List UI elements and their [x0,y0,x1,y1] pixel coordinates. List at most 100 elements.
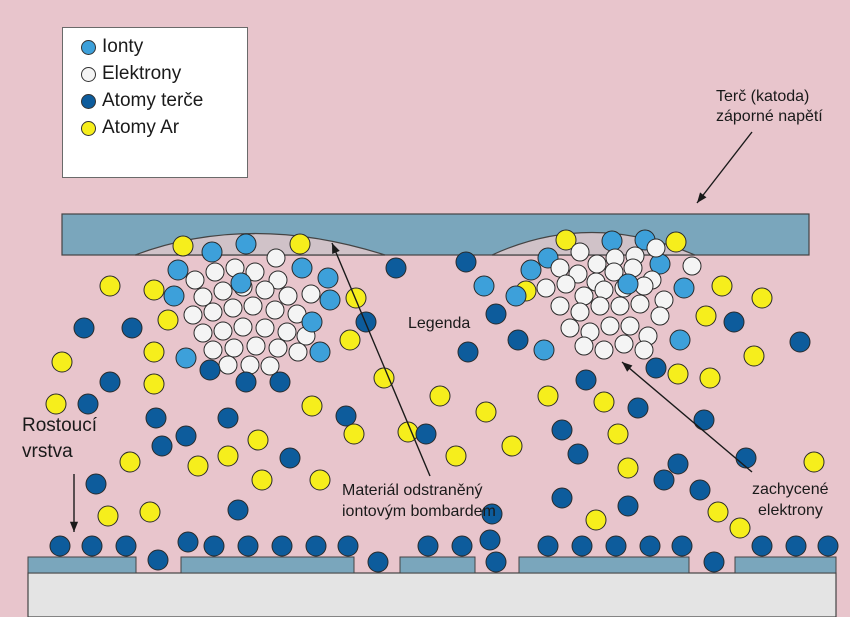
ion-particle [292,258,312,278]
argon-atom-particle [140,502,160,522]
argon-atom-particle [708,502,728,522]
sputtered-material-label-line1: Materiál odstraněný [342,481,483,501]
electron-particle [244,297,262,315]
argon-atom-particle [46,394,66,414]
layer-segment [181,557,354,573]
ion-particle [506,286,526,306]
target-atom-particle [508,330,528,350]
target-atom-particle [618,496,638,516]
argon-atom-particle [594,392,614,412]
layer-segment [735,557,836,573]
electron-particle [214,322,232,340]
legenda-label: Legenda [408,314,470,334]
ion-particle [670,330,690,350]
target-atom-particle [568,444,588,464]
ion-particle [176,348,196,368]
argon-atom-particle [120,452,140,472]
argon-atom-particle [144,280,164,300]
layer-segment [400,557,475,573]
target-atom-particle [640,536,660,556]
argon-atom-particle [700,368,720,388]
argon-atom-particle [344,424,364,444]
target-atom-icon [81,94,96,109]
argon-atom-particle [188,456,208,476]
electron-particle [219,356,237,374]
electron-particle [595,281,613,299]
target-atom-particle [236,372,256,392]
ion-particle [310,342,330,362]
ion-particle [521,260,541,280]
electron-particle [631,295,649,313]
target-atom-particle [790,332,810,352]
electron-particle [266,301,284,319]
electron-particle [591,297,609,315]
electron-particle [256,319,274,337]
target-atom-particle [628,398,648,418]
ion-particle [602,231,622,251]
target-atom-particle [50,536,70,556]
electron-particle [289,343,307,361]
target-label-line1: Terč (katoda) [716,87,809,107]
electron-particle [204,341,222,359]
target-atom-particle [100,372,120,392]
argon-atom-particle [666,232,686,252]
ion-particle [236,234,256,254]
electron-particle [561,319,579,337]
target-atom-particle [338,536,358,556]
target-atom-particle [786,536,806,556]
electron-particle [571,243,589,261]
target-atom-particle [704,552,724,572]
argon-atom-particle [804,452,824,472]
target-atom-particle [336,406,356,426]
electron-particle [278,323,296,341]
electron-particle [551,259,569,277]
argon-atom-particle [98,506,118,526]
ion-particle [618,274,638,294]
legend-item-argon-atoms: Atomy Ar [81,115,179,141]
target-atom-particle [204,536,224,556]
target-atom-particle [270,372,290,392]
target-atom-particle [152,436,172,456]
legend-item-target-atoms: Atomy terče [81,88,203,114]
growing-layer-label-line2: vrstva [22,440,73,464]
target-atom-particle [538,536,558,556]
target-atom-particle [694,410,714,430]
electron-particle [551,297,569,315]
sputtered-material-label-line2: iontovým bombardem [342,502,496,522]
electron-particle [601,317,619,335]
argon-atom-particle [310,470,330,490]
ion-particle [168,260,188,280]
target-atom-particle [368,552,388,572]
argon-atom-icon [81,121,96,136]
argon-atom-particle [218,446,238,466]
target-atom-particle [672,536,692,556]
electron-particle [184,306,202,324]
target-atom-particle [176,426,196,446]
electron-particle [267,249,285,267]
electron-particle [302,285,320,303]
electron-particle [595,341,613,359]
electron-particle [269,339,287,357]
electron-particle [575,337,593,355]
electron-particle [575,287,593,305]
electron-particle [234,318,252,336]
argon-atom-particle [730,518,750,538]
electron-particle [279,287,297,305]
target-atom-particle [82,536,102,556]
argon-atom-particle [586,510,606,530]
electron-particle [621,317,639,335]
argon-atom-particle [538,386,558,406]
target-atom-particle [116,536,136,556]
electron-particle [256,281,274,299]
electron-particle [206,263,224,281]
electron-particle [204,303,222,321]
ion-particle [674,278,694,298]
argon-atom-particle [446,446,466,466]
electron-particle [588,255,606,273]
electron-particle [214,282,232,300]
target-atom-particle [238,536,258,556]
legend: Ionty Elektrony Atomy terče Atomy Ar [62,27,248,178]
electron-particle [537,279,555,297]
trapped-electrons-label-line2: elektrony [758,501,823,521]
